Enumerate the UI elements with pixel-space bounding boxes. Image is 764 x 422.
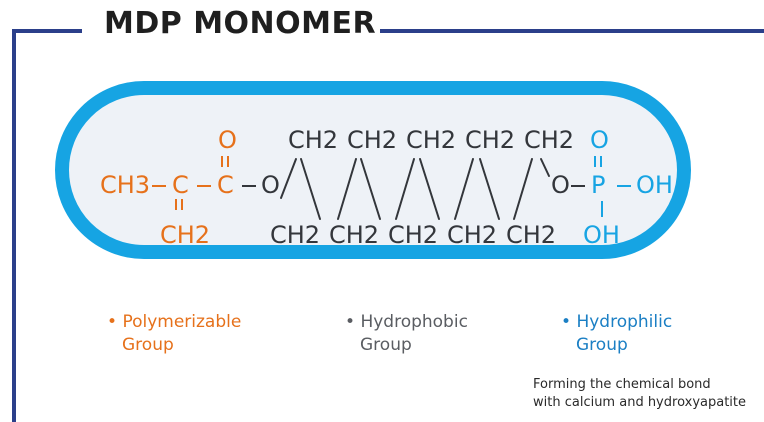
- c-alpha-label: C: [172, 171, 189, 199]
- chain-top-3: CH2: [406, 126, 457, 154]
- bond-o-p: [571, 185, 585, 187]
- group-name: Hydrophilic: [576, 312, 673, 332]
- chain-bottom-5: CH2: [506, 221, 557, 249]
- zig-bond-2: [300, 158, 321, 220]
- polymerizable-group-label: • Polymerizable Group: [107, 311, 241, 357]
- chain-bottom-3: CH2: [388, 221, 439, 249]
- bond-c-o: [242, 185, 256, 187]
- zig-bond-7: [454, 158, 474, 220]
- phosphate-o-link-label: O: [551, 171, 570, 199]
- zig-bond-10: [540, 158, 550, 177]
- bond-ch3-c: [152, 185, 166, 187]
- note-line-2: with calcium and hydroxyapatite: [533, 395, 746, 410]
- bullet: •: [107, 312, 118, 332]
- hydrophilic-group-label: • Hydrophilic Group: [561, 311, 672, 357]
- ch2-methylene-label: CH2: [160, 221, 211, 249]
- oh-right-label: OH: [636, 171, 673, 199]
- group-word: Group: [122, 335, 174, 355]
- zig-bond-6: [419, 158, 440, 220]
- bullet: •: [561, 312, 572, 332]
- bond-p-oh: [617, 185, 631, 187]
- double-bond-c-o: [221, 156, 229, 167]
- chain-bottom-2: CH2: [329, 221, 380, 249]
- chain-top-2: CH2: [347, 126, 398, 154]
- chain-bottom-1: CH2: [270, 221, 321, 249]
- double-bond-c-ch2: [175, 199, 183, 210]
- phosphate-o-top-label: O: [590, 126, 609, 154]
- ester-o-label: O: [261, 171, 280, 199]
- zig-bond-9: [513, 158, 533, 220]
- zig-bond-4: [360, 158, 381, 220]
- zig-bond-8: [479, 158, 500, 220]
- chain-top-1: CH2: [288, 126, 339, 154]
- double-bond-p-o: [594, 156, 602, 167]
- zig-bond-5: [395, 158, 415, 220]
- group-name: Hydrophobic: [360, 312, 468, 332]
- bond-c-c: [197, 185, 211, 187]
- ch3-label: CH3: [100, 171, 151, 199]
- chain-top-5: CH2: [524, 126, 575, 154]
- phosphorus-label: P: [591, 171, 606, 199]
- oh-bottom-label: OH: [583, 221, 620, 249]
- carbonyl-o-label: O: [218, 126, 237, 154]
- group-word: Group: [360, 335, 412, 355]
- zig-bond-3: [337, 158, 357, 220]
- note-line-1: Forming the chemical bond: [533, 377, 711, 392]
- hydrophobic-group-label: • Hydrophobic Group: [345, 311, 468, 357]
- chain-top-4: CH2: [465, 126, 516, 154]
- chain-bottom-4: CH2: [447, 221, 498, 249]
- c-carbonyl-label: C: [217, 171, 234, 199]
- zig-bond-1: [280, 158, 297, 199]
- frame-top-right-line: [380, 29, 764, 33]
- group-word: Group: [576, 335, 628, 355]
- frame-left-line: [12, 29, 16, 422]
- hydrophilic-note: Forming the chemical bond with calcium a…: [533, 376, 746, 412]
- group-name: Polymerizable: [122, 312, 242, 332]
- bond-p-oh-bottom: [601, 201, 603, 217]
- diagram-title: MDP MONOMER: [104, 6, 377, 41]
- frame-top-left-line: [12, 29, 82, 33]
- bullet: •: [345, 312, 356, 332]
